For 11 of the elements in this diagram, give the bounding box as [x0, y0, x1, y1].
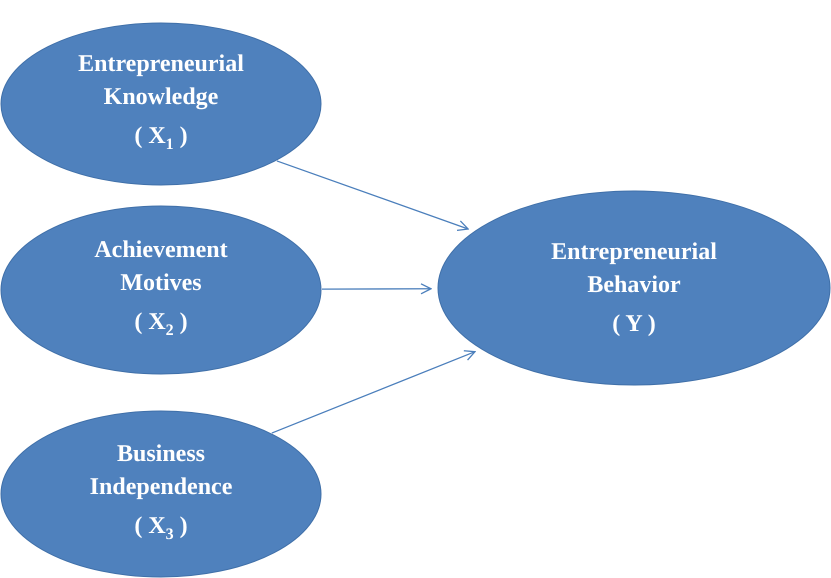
variable-label: ( Y ) [612, 310, 656, 338]
node-label: Entrepreneurial Knowledge [77, 50, 245, 112]
arrow [276, 160, 469, 231]
arrow [272, 350, 476, 434]
node-label: Achievement Motives [93, 236, 229, 298]
node-label: Entrepreneurial Behavior [550, 238, 718, 300]
arrow [322, 283, 432, 294]
variable-label: ( X$_{1}$ ) [134, 122, 188, 154]
node-label: Business Independence [88, 440, 234, 502]
variable-label: ( X$_{3}$ ) [134, 512, 188, 544]
variable-label: ( X$_{2}$ ) [134, 308, 188, 340]
